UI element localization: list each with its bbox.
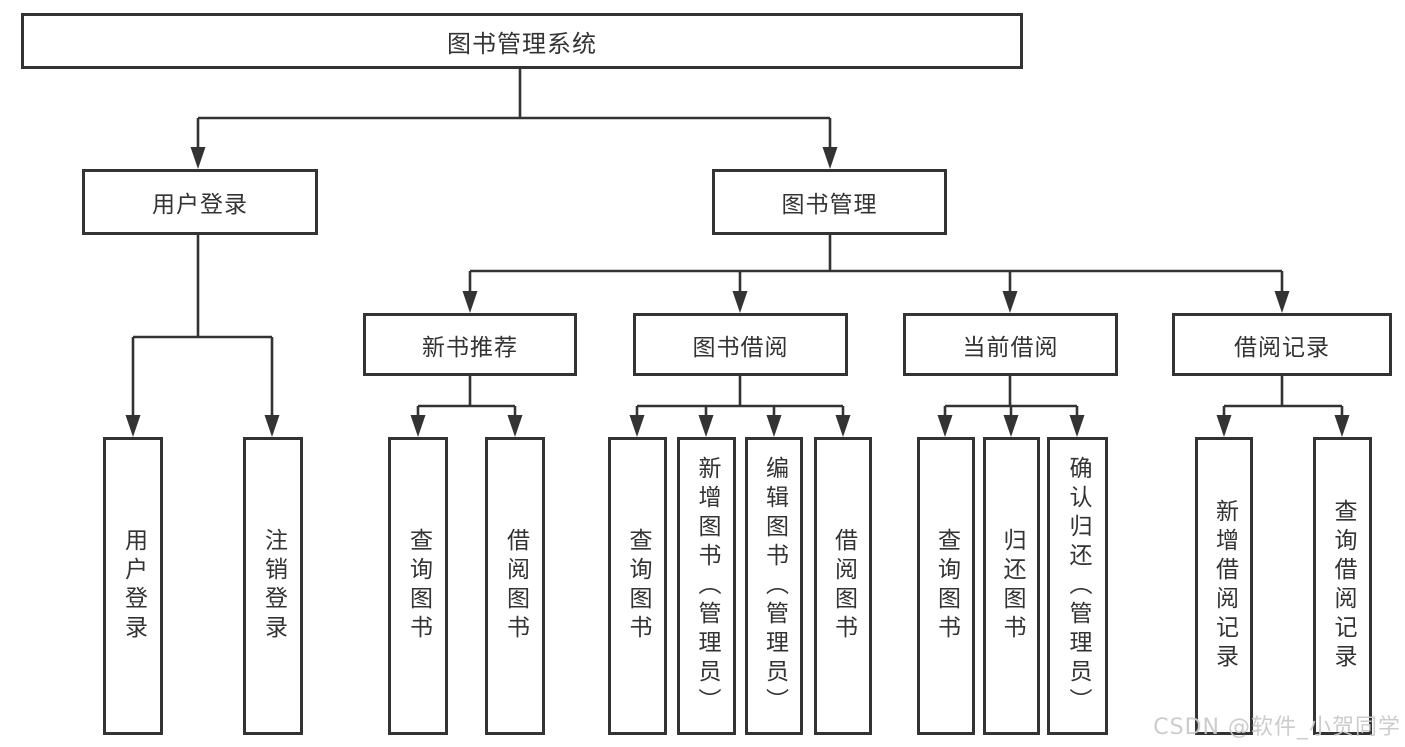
leaf-cb-return-books: 归还图书 [983,437,1040,735]
csdn-watermark: CSDN @软件_小贺同学 [1153,715,1401,740]
arrowheads [125,147,1350,437]
leaf-nbr-query-books: 查询图书 [388,437,448,735]
node-library-management-system: 图书管理系统 [21,13,1023,69]
leaf-bb-query-books: 查询图书 [608,437,667,735]
leaf-br-add-record: 新增借阅记录 [1195,437,1253,735]
leaf-bb-borrow-books: 借阅图书 [814,437,872,735]
leaf-logout: 注销登录 [243,437,303,735]
node-borrow-records: 借阅记录 [1172,313,1392,376]
leaf-bb-edit-books-admin: 编辑图书（管理员） [745,437,803,735]
leaf-nbr-borrow-books: 借阅图书 [485,437,545,735]
connector-lines [131,69,1344,418]
node-current-borrow: 当前借阅 [903,313,1118,376]
leaf-user-login: 用户登录 [103,437,163,735]
node-book-management: 图书管理 [712,169,947,235]
leaf-br-query-record: 查询借阅记录 [1313,437,1372,735]
leaf-cb-confirm-return-admin: 确认归还（管理员） [1047,437,1108,735]
node-new-book-recommend: 新书推荐 [363,313,577,376]
leaf-cb-query-books: 查询图书 [917,437,975,735]
node-book-borrow: 图书借阅 [633,313,848,376]
leaf-bb-add-books-admin: 新增图书（管理员） [677,437,736,735]
node-user-login: 用户登录 [82,169,318,235]
